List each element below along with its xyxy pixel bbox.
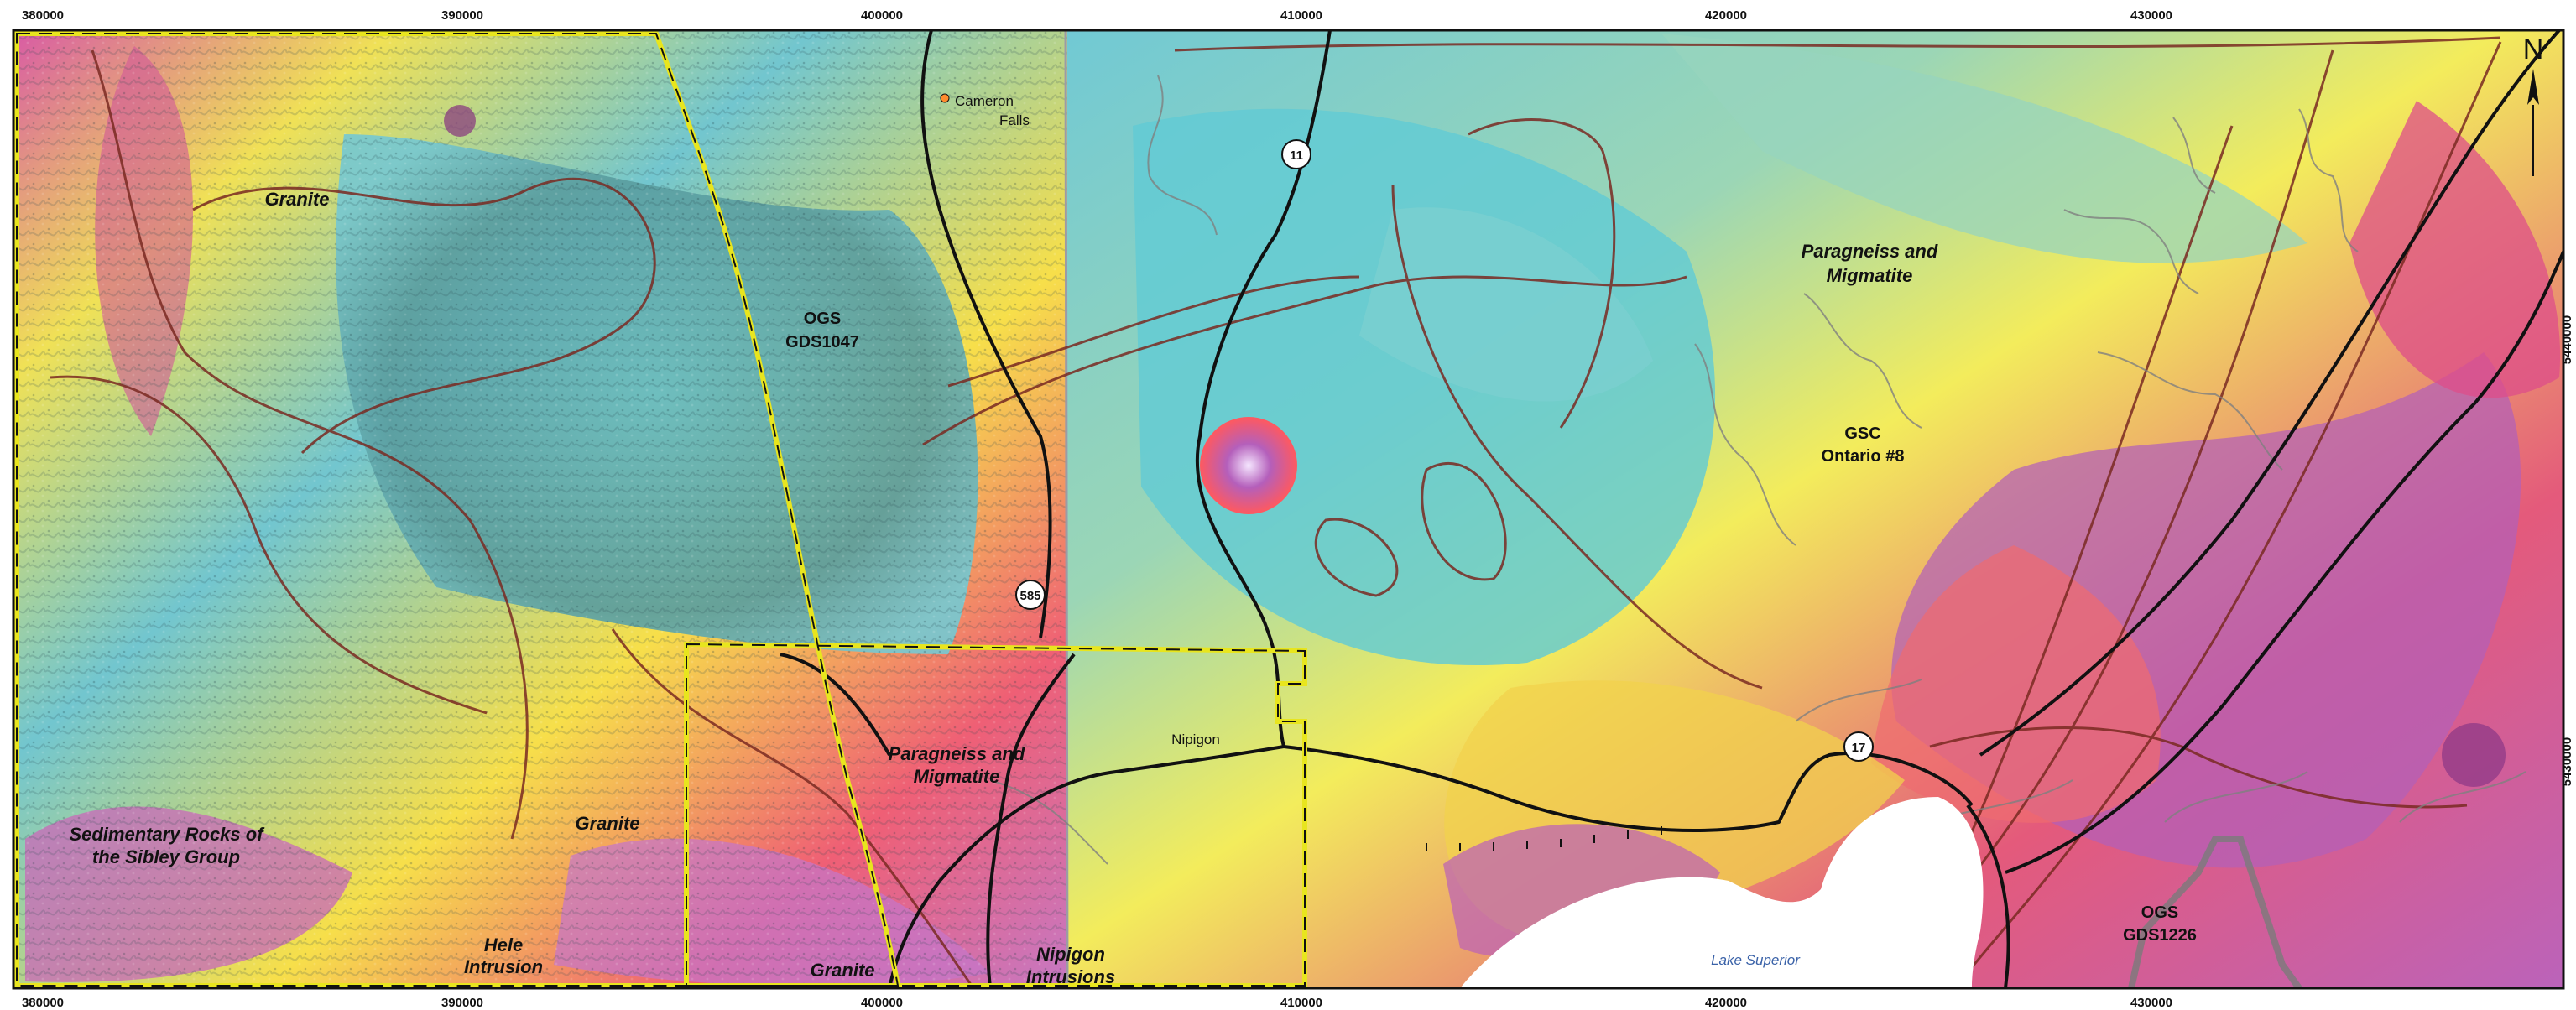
axis-ticks: 380000 390000 400000 410000 420000 43000… — [22, 8, 2574, 1010]
geology-label-granite: Granite — [810, 960, 874, 981]
north-arrow: N — [2523, 34, 2544, 176]
x-tick: 380000 — [22, 996, 64, 1010]
highway-17-shield — [1843, 731, 1874, 762]
place-label-cameron: Cameron — [955, 93, 1014, 109]
lake-superior — [1460, 797, 1984, 988]
x-tick: 420000 — [1705, 8, 1747, 23]
highway-network — [780, 30, 2563, 988]
geology-label-nipigon-intrusions: Intrusions — [1026, 966, 1115, 987]
survey-label-gds1226: GDS1226 — [2123, 926, 2197, 945]
survey-label-ontario-8: Ontario #8 — [1822, 447, 1905, 466]
highway-17-label: 17 — [1852, 741, 1866, 755]
map-labels: Granite Granite Granite Sedimentary Rock… — [69, 93, 2196, 987]
magnetic-anomaly — [444, 105, 476, 137]
map-frame — [13, 30, 2563, 988]
survey-label-ogs: OGS — [804, 310, 841, 328]
x-tick: 420000 — [1705, 996, 1747, 1010]
north-arrow-icon — [2527, 69, 2539, 105]
railway-ticks — [1426, 826, 1662, 851]
survey-label-ogs: OGS — [2141, 903, 2178, 922]
y-tick: 5430000 — [2560, 737, 2574, 786]
highway-585-shield — [1015, 580, 1046, 610]
water-label-lake-superior: Lake Superior — [1711, 952, 1801, 968]
geology-label-paragneiss: Paragneiss and — [889, 743, 1025, 764]
geology-contacts — [50, 36, 2502, 988]
highway-585-label: 585 — [1019, 589, 1040, 603]
magnetic-anomaly — [2442, 723, 2506, 787]
geology-label-migmatite: Migmatite — [1827, 265, 1913, 286]
geology-label-hele-intrusion: Intrusion — [464, 956, 543, 977]
map-border — [12, 29, 2565, 990]
geology-label-granite: Granite — [264, 189, 329, 210]
geology-label-sibley-group: the Sibley Group — [92, 846, 240, 867]
x-tick: 390000 — [441, 996, 483, 1010]
highway-11-shield — [1281, 139, 1311, 169]
magnetic-texture — [13, 30, 1067, 988]
mid-magnetic-zone — [1661, 34, 2307, 263]
x-tick: 400000 — [861, 8, 903, 23]
high-magnetic-zone — [2349, 101, 2561, 398]
town-marker — [940, 93, 950, 103]
gds1226-boundary — [2128, 836, 2302, 988]
highway-shields: 11 585 17 — [1015, 139, 1874, 762]
geology-label-nipigon-intrusions: Nipigon — [1036, 944, 1105, 965]
place-label-nipigon: Nipigon — [1171, 731, 1220, 747]
magnetic-anomaly — [1200, 417, 1297, 514]
x-tick: 380000 — [22, 8, 64, 23]
x-tick: 410000 — [1280, 996, 1322, 1010]
geology-label-hele-intrusion: Hele — [484, 935, 523, 955]
place-label-falls: Falls — [999, 112, 1030, 128]
geology-label-granite: Granite — [575, 813, 639, 834]
minor-roads-and-trails — [989, 75, 2526, 865]
x-tick: 390000 — [441, 8, 483, 23]
geology-label-paragneiss: Paragneiss and — [1802, 241, 1938, 262]
geology-label-migmatite: Migmatite — [914, 766, 1000, 787]
x-tick: 400000 — [861, 996, 903, 1010]
survey-label-gsc: GSC — [1844, 424, 1880, 443]
north-label: N — [2523, 34, 2544, 65]
survey-boundary — [1064, 30, 1069, 988]
x-tick: 410000 — [1280, 8, 1322, 23]
high-magnetic-zone — [1871, 545, 2161, 823]
highway-11-label: 11 — [1290, 148, 1303, 163]
low-magnetic-zone — [1133, 108, 1716, 666]
y-tick: 5440000 — [2560, 315, 2574, 364]
geology-label-sibley-group: Sedimentary Rocks of — [69, 824, 265, 845]
x-tick: 430000 — [2130, 8, 2172, 23]
survey-label-gds1047: GDS1047 — [785, 333, 859, 351]
x-tick: 430000 — [2130, 996, 2172, 1010]
survey-outline-dashes — [16, 33, 1306, 987]
